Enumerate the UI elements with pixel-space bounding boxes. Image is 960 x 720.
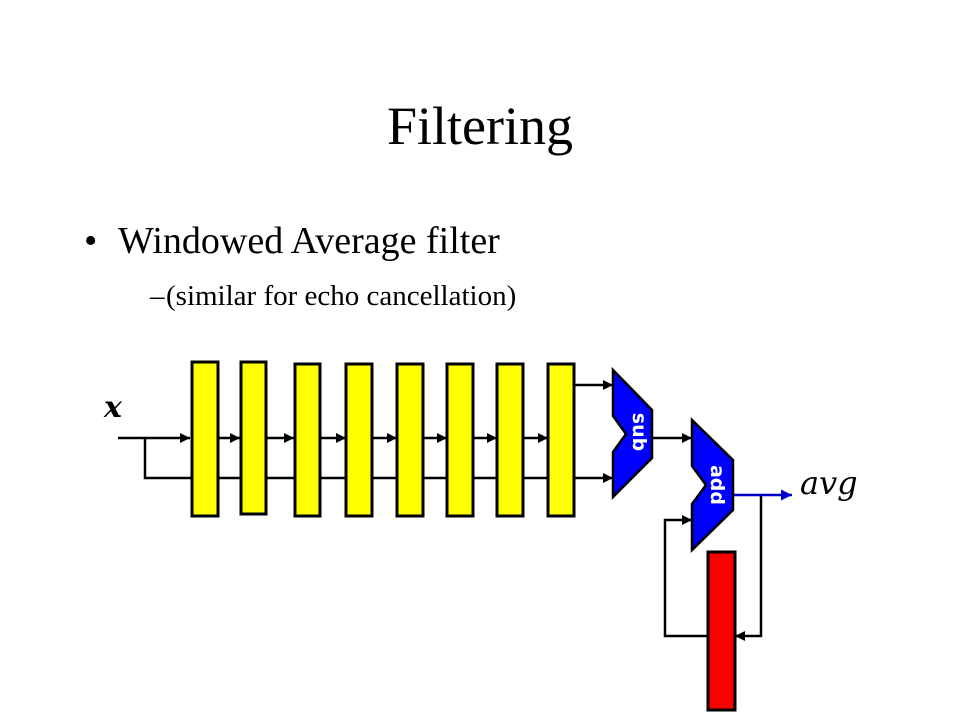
add-operator-block: add <box>690 417 735 553</box>
input-label-x: x <box>103 390 123 425</box>
sub-operator-shape <box>611 366 654 501</box>
output-label-avg: avg <box>800 464 858 502</box>
slide-title: Filtering <box>387 96 573 156</box>
shift-register-2 <box>239 360 268 516</box>
add-operator-shape <box>690 417 735 553</box>
shift-register-4 <box>344 362 374 518</box>
sub-bullet-echo-cancellation: –(similar for echo cancellation) <box>150 278 516 314</box>
accumulator-register <box>706 550 737 712</box>
bullet-marker: • <box>84 220 98 262</box>
shift-register-7 <box>495 362 525 518</box>
shift-register-8 <box>546 362 576 518</box>
shift-register-6 <box>445 362 475 518</box>
wire-feedback-return <box>663 515 708 638</box>
wire-feedback-down <box>735 495 763 641</box>
add-operator-label: add <box>706 465 728 505</box>
shift-register-3 <box>293 362 322 518</box>
sub-bullet-text: (similar for echo cancellation) <box>166 280 517 312</box>
bullet-text: Windowed Average filter <box>118 220 500 262</box>
sub-operator-label: sub <box>628 413 650 451</box>
wire-input-bypass <box>143 438 190 480</box>
bullet-windowed-average: • Windowed Average filter <box>84 218 500 264</box>
shift-register-1 <box>190 360 220 518</box>
shift-registers <box>190 360 576 518</box>
sub-operator-block: sub <box>611 366 654 501</box>
shift-register-5 <box>395 362 425 518</box>
